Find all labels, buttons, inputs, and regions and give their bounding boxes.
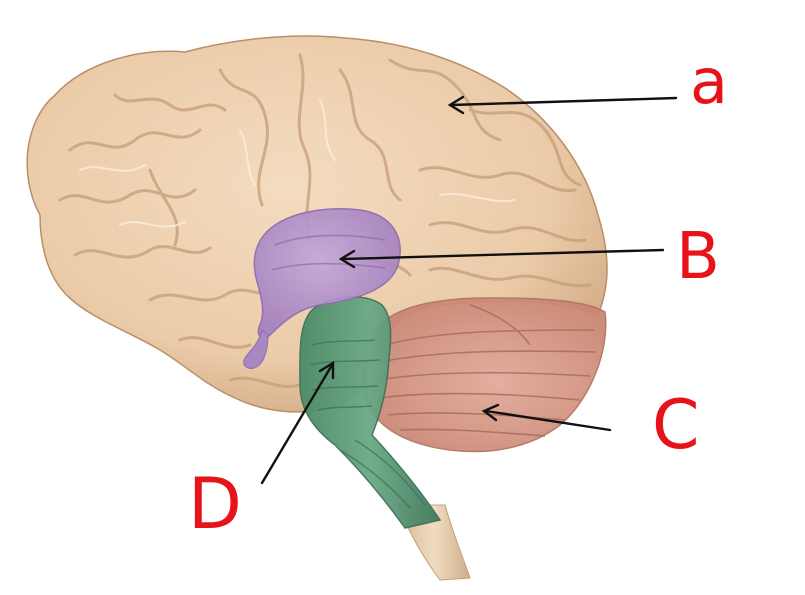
arrow-a bbox=[450, 96, 678, 107]
diencephalon bbox=[253, 208, 401, 339]
label-d: D bbox=[188, 463, 242, 545]
arrow-d bbox=[260, 363, 334, 485]
label-b: B bbox=[676, 220, 720, 294]
cerebellum-folia bbox=[377, 304, 597, 437]
pituitary bbox=[243, 329, 269, 369]
arrow-c bbox=[484, 409, 612, 432]
arrow-b bbox=[341, 248, 665, 261]
cerebral-highlights bbox=[79, 99, 516, 228]
arrow-b-head bbox=[338, 249, 356, 269]
brainstem-texture bbox=[309, 339, 426, 509]
label-c: C bbox=[652, 386, 699, 465]
label-a: a bbox=[690, 45, 728, 118]
brainstem bbox=[299, 296, 442, 529]
arrow-c-head bbox=[481, 403, 500, 422]
arrow-a-head bbox=[447, 95, 465, 115]
arrow-d-head bbox=[318, 360, 335, 380]
diencephalon-texture bbox=[271, 234, 386, 271]
pointer-arrows bbox=[260, 95, 678, 485]
